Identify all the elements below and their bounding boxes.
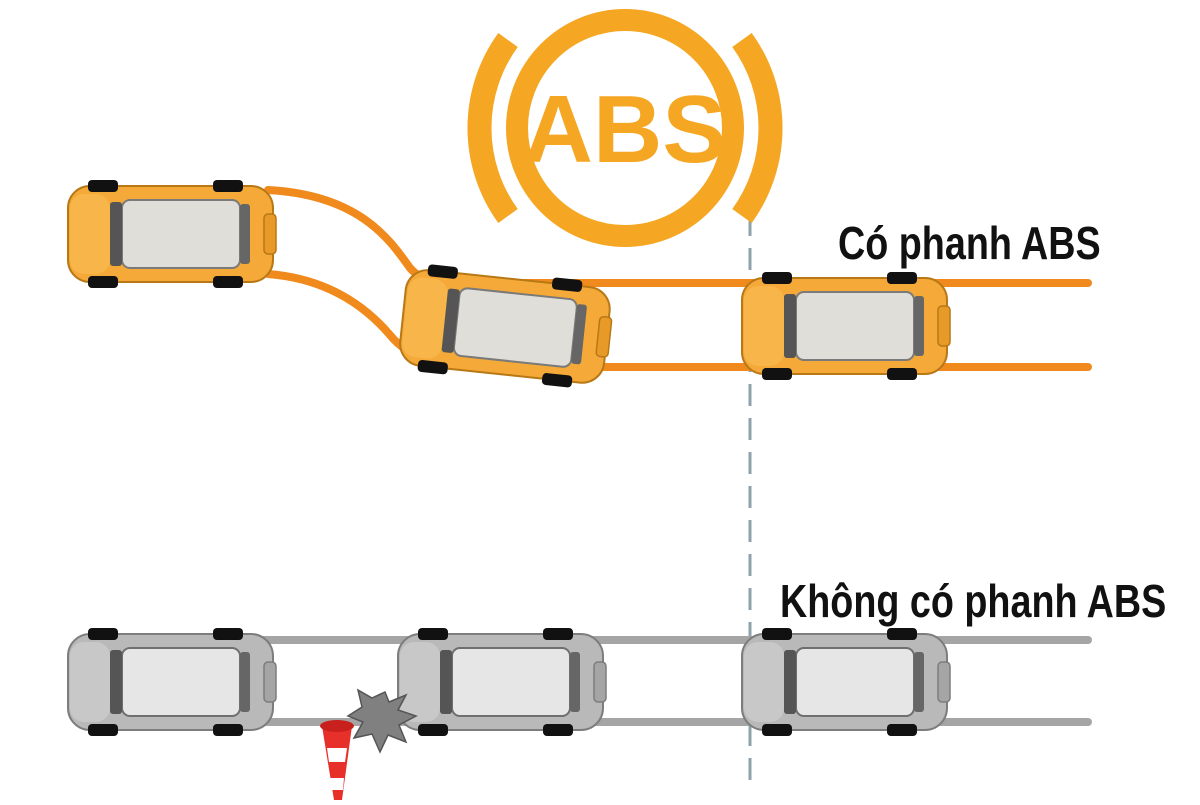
label-with-abs: Có phanh ABS — [838, 217, 1101, 269]
label-without-abs: Không có phanh ABS — [780, 575, 1167, 627]
abs-warning-icon: ABS — [467, 9, 783, 247]
no-abs-car-collided — [397, 627, 607, 737]
traffic-cone-icon — [320, 720, 354, 800]
no-abs-car-stopped — [741, 627, 951, 737]
abs-car-stopped — [741, 271, 951, 381]
collision-burst-icon — [346, 688, 418, 754]
abs-badge-text: ABS — [524, 76, 727, 183]
no-abs-car-start — [67, 627, 277, 737]
abs-car-start — [67, 179, 277, 289]
